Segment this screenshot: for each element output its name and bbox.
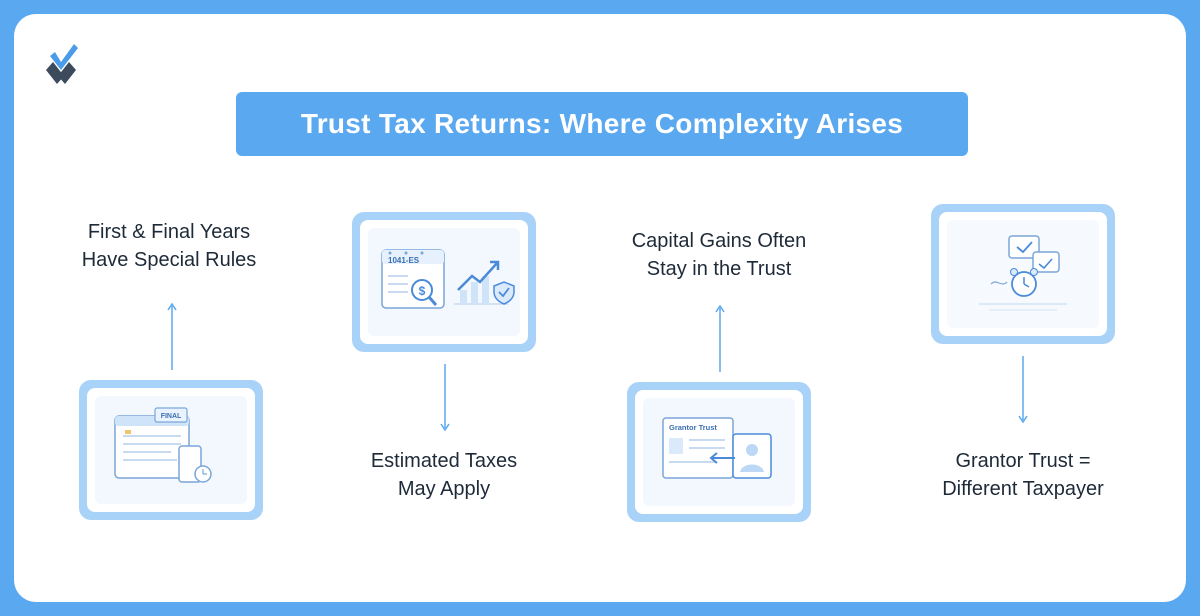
alarm-clock-checklist-icon [939, 212, 1107, 336]
card-grantor-trust [931, 204, 1115, 344]
grantor-trust-document-icon: Grantor Trust [635, 390, 803, 514]
label-line: Different Taxpayer [942, 478, 1104, 500]
card-estimated-taxes: 1041-ES $ [352, 212, 536, 352]
arrow-up [166, 302, 178, 370]
label-line: May Apply [397, 478, 491, 500]
tax-form-chart-icon: 1041-ES $ [360, 220, 528, 344]
label-line: Have Special Rules [81, 249, 257, 271]
brand-logo-icon [44, 42, 78, 84]
card-first-final-years: FINAL [79, 380, 263, 520]
arrow-up [714, 304, 726, 372]
arrow-down [439, 364, 451, 432]
svg-text:$: $ [419, 284, 426, 298]
icon-text: 1041-ES [388, 256, 420, 265]
label-line: Stay in the Trust [646, 258, 792, 280]
arrow-down [1017, 356, 1029, 424]
label-grantor-trust: Grantor Trust = Different Taxpayer [893, 447, 1153, 503]
label-line: Estimated Taxes [370, 450, 518, 472]
label-capital-gains: Capital Gains Often Stay in the Trust [589, 227, 849, 283]
page-title: Trust Tax Returns: Where Complexity Aris… [236, 92, 968, 156]
card-capital-gains: Grantor Trust [627, 382, 811, 522]
label-line: Grantor Trust = [955, 450, 1091, 472]
label-line: Capital Gains Often [631, 230, 807, 252]
icon-text: FINAL [161, 413, 182, 420]
icon-text: Grantor Trust [669, 423, 717, 432]
infographic-panel: Trust Tax Returns: Where Complexity Aris… [14, 14, 1186, 602]
label-estimated-taxes: Estimated Taxes May Apply [314, 447, 574, 503]
label-line: First & Final Years [87, 221, 251, 243]
label-first-final-years: First & Final Years Have Special Rules [39, 218, 299, 274]
calendar-final-icon: FINAL [87, 388, 255, 512]
